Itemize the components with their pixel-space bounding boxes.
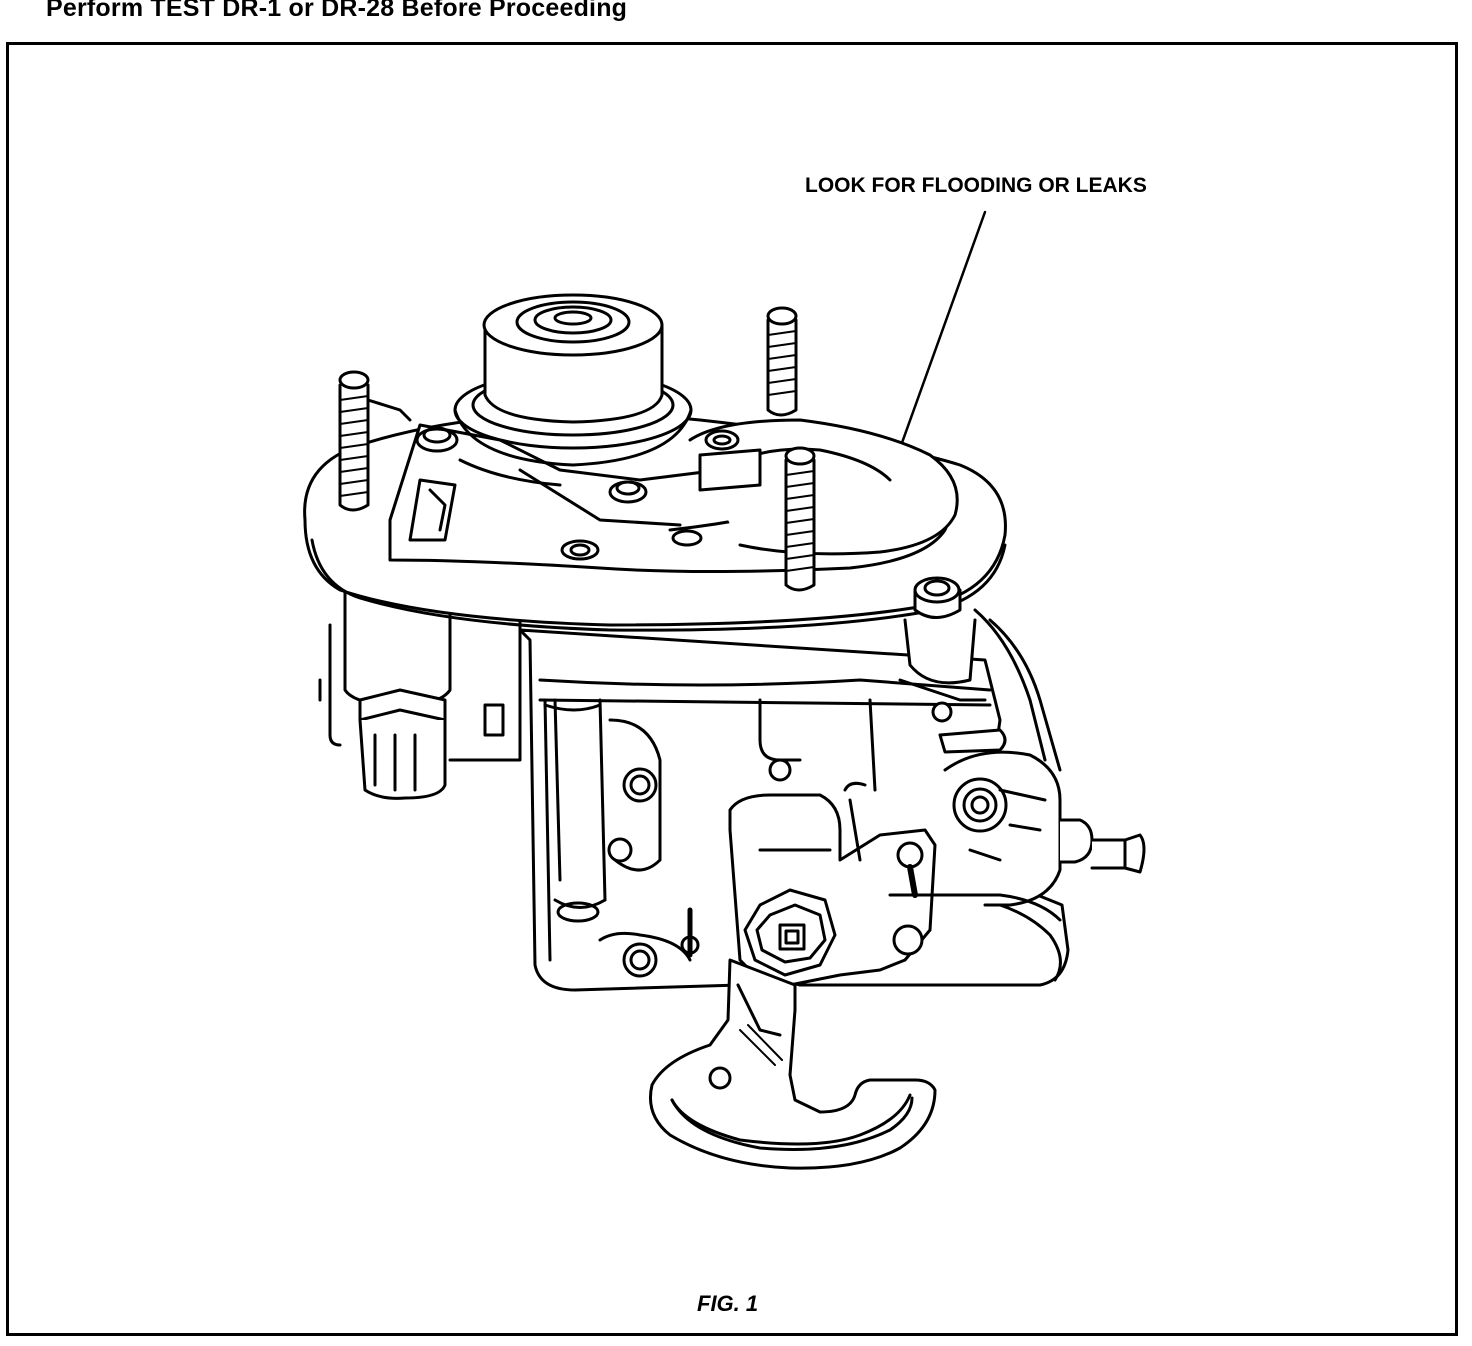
callout-label: LOOK FOR FLOODING OR LEAKS [805,174,1147,197]
fuel-injector-housing [455,295,691,465]
screw-head-middle [610,482,646,502]
throttle-shaft-nut [745,890,835,975]
mounting-stud-left [340,372,410,510]
regulator-cover [690,420,957,554]
throttle-lever-arm [650,960,935,1168]
linkage-bracket [890,895,1060,980]
mounting-stud-right [786,448,814,590]
left-connector [320,585,520,798]
screw-head-left [417,428,457,451]
tps-linkage-assembly [900,610,1144,905]
mounting-stud-center [768,308,796,415]
figure-frame [6,42,1458,1336]
page-header: Perform TEST DR-1 or DR-28 Before Procee… [46,0,628,22]
figure-caption: FIG. 1 [697,1291,759,1316]
screw-head-right [915,578,960,618]
